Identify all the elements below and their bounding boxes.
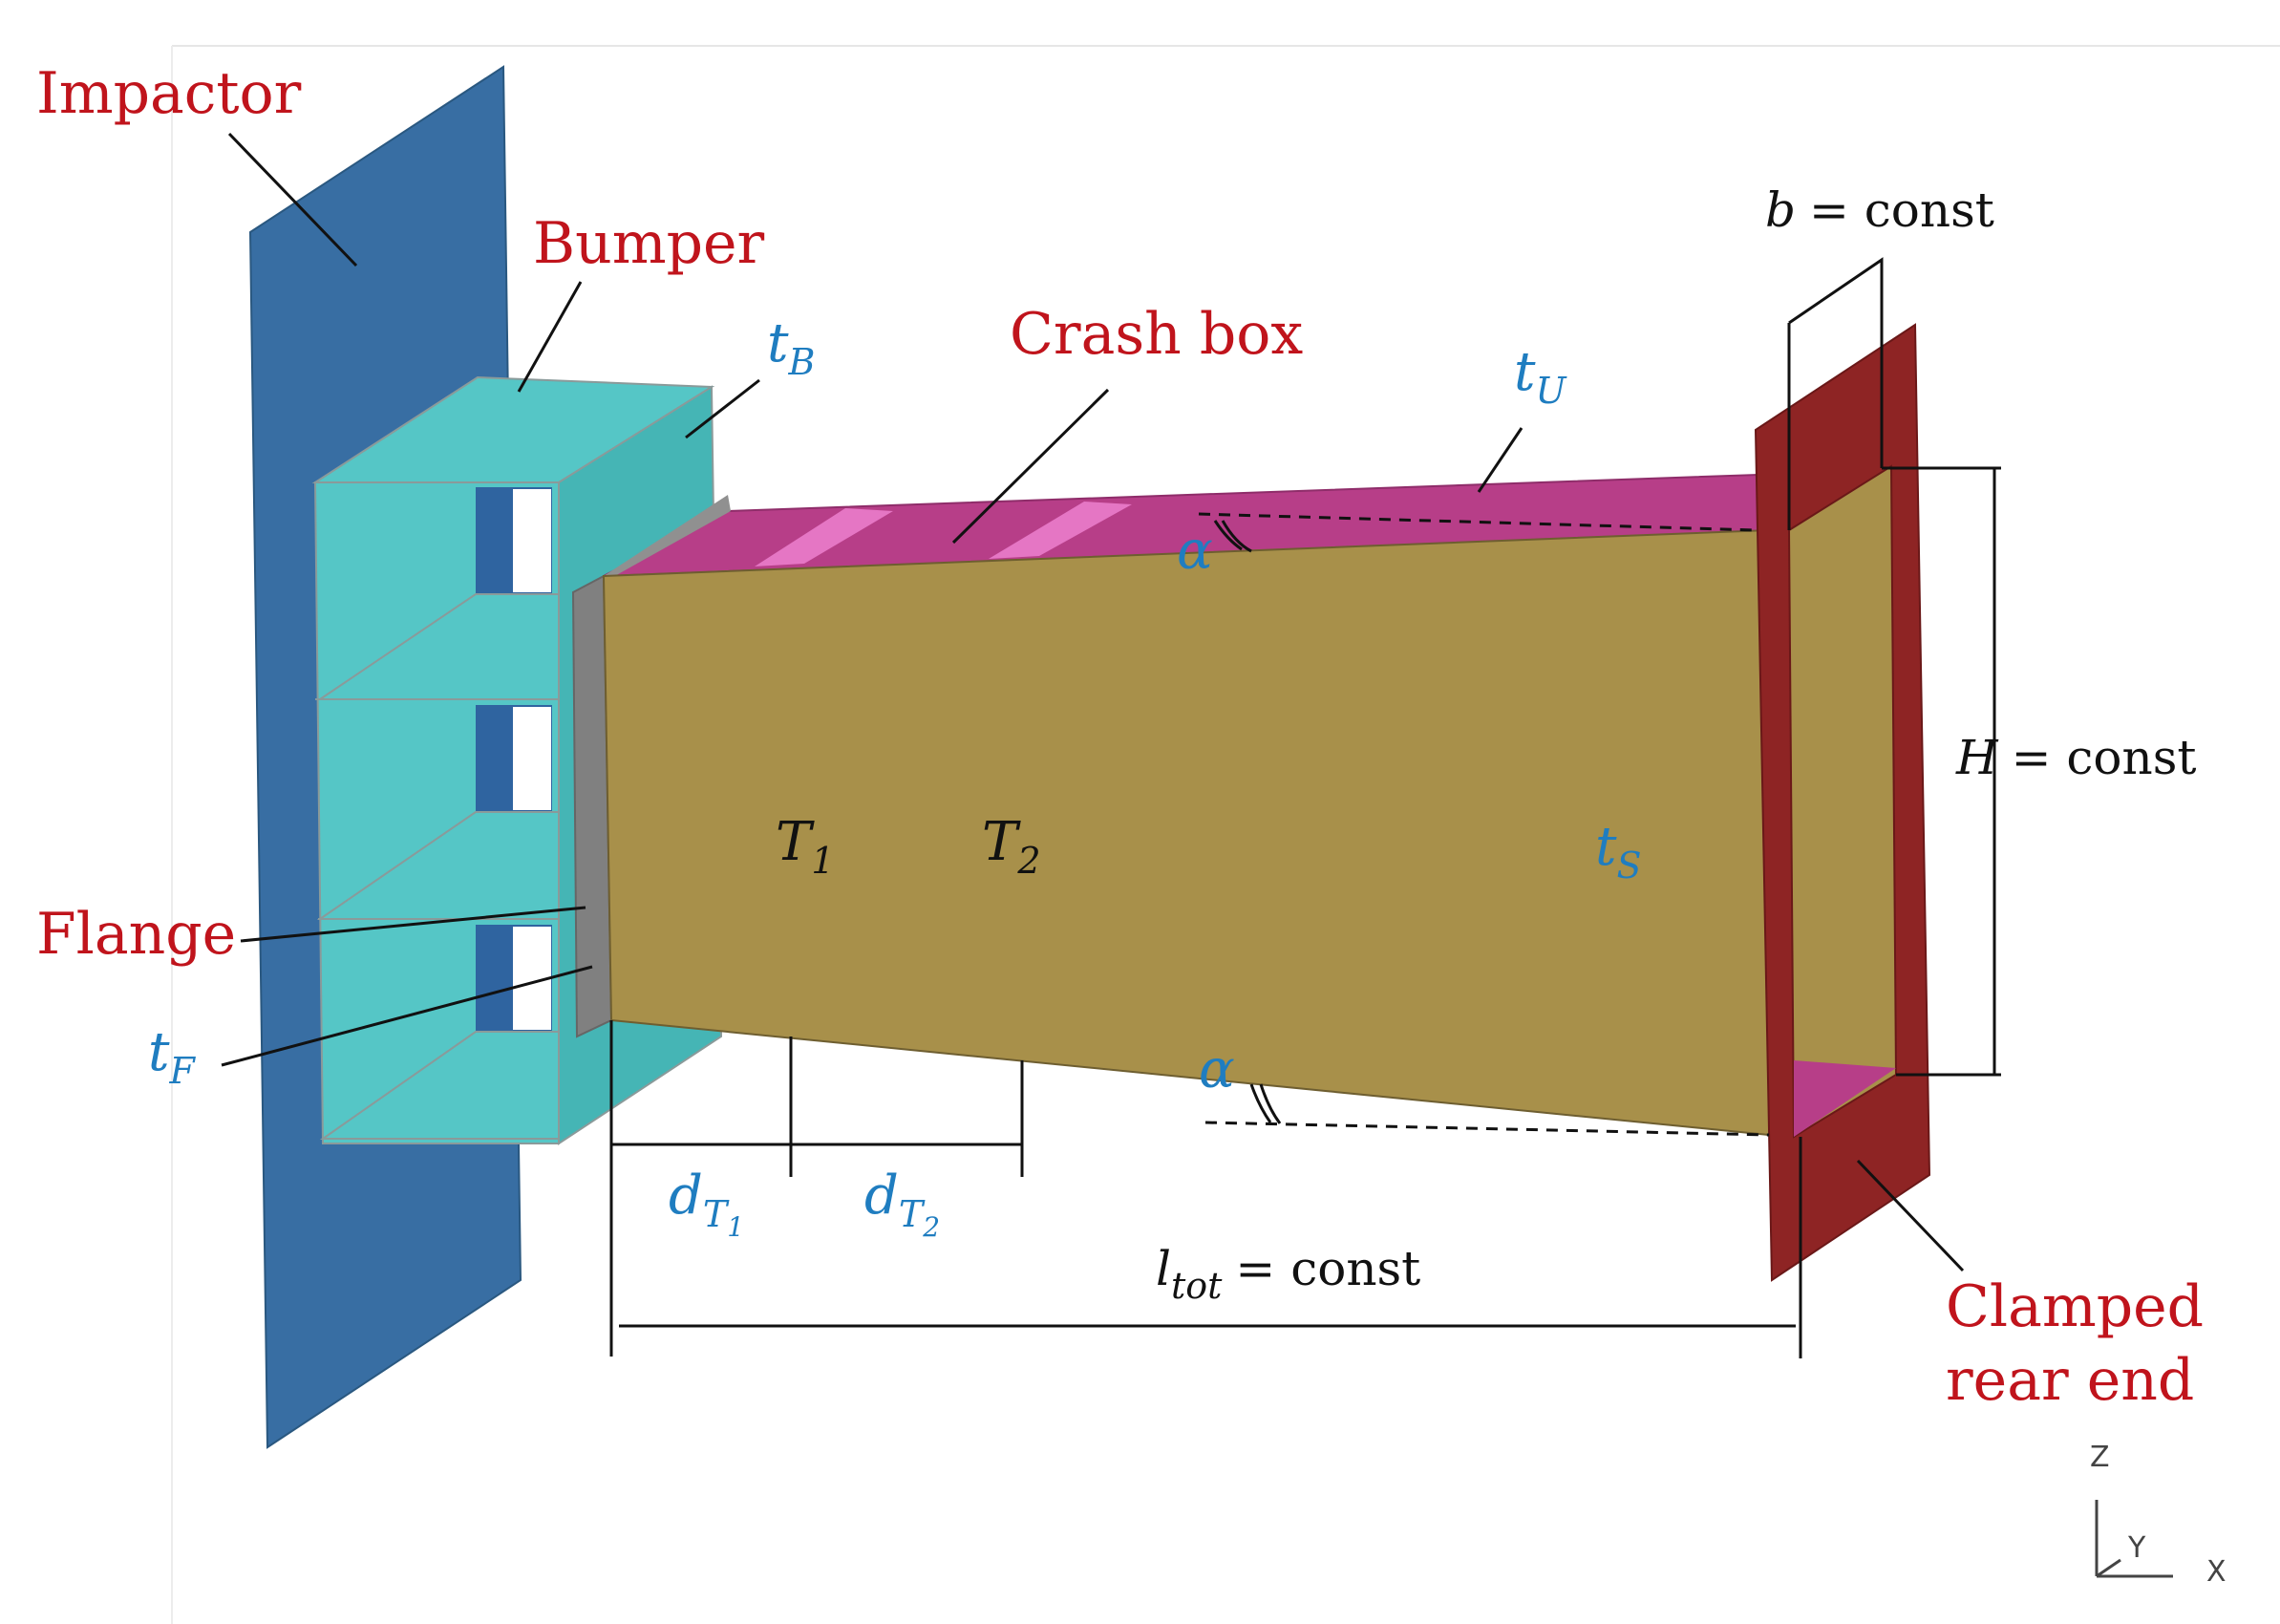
ltot-rhs: = const: [1235, 1241, 1420, 1296]
t2-main: T: [982, 811, 1021, 873]
t-s-main: t: [1595, 816, 1617, 878]
clamped-leader: [1856, 1159, 1965, 1272]
alpha-bottom-arc-1: [1249, 1083, 1272, 1123]
b-var: b: [1765, 182, 1796, 238]
z-axis-label: Z: [2090, 1441, 2110, 1474]
bumper-opening-1-light: [513, 489, 551, 592]
flange-top-strip: [604, 495, 731, 578]
t-b-leader: [685, 378, 760, 439]
t2-symbol: T2: [982, 811, 1041, 882]
t2-sub: 2: [1016, 840, 1040, 882]
t-f-sub: F: [169, 1050, 197, 1092]
crash-box-label: Crash box: [1010, 301, 1303, 368]
ltot-var: l: [1156, 1241, 1171, 1296]
impactor-label: Impactor: [36, 60, 302, 127]
alpha-bottom-symbol: α: [1199, 1038, 1235, 1100]
t-f-leader: [221, 965, 593, 1067]
h-var: H: [1955, 730, 1999, 785]
t1-symbol: T1: [776, 811, 835, 882]
t1-main: T: [776, 811, 815, 873]
h-rhs: = const: [2012, 730, 2197, 785]
t-u-leader: [1477, 427, 1524, 493]
b-rhs: = const: [1809, 182, 1994, 238]
d-t1-main: d: [669, 1165, 703, 1227]
bumper-opening-2-light: [513, 707, 551, 810]
crash-box-leader: [951, 388, 1110, 545]
bumper-leader: [517, 281, 583, 393]
clamped-label-line2: rear end: [1946, 1347, 2194, 1414]
y-axis-label: Y: [2127, 1531, 2146, 1565]
t-f-main: t: [148, 1021, 170, 1083]
ltot-sub: tot: [1171, 1265, 1223, 1307]
bumper-shelf-3: [319, 1031, 560, 1140]
t-b-main: t: [767, 312, 789, 374]
d-t2-symbol: dT2: [864, 1165, 940, 1243]
t-f-symbol: tF: [148, 1021, 197, 1092]
t-b-sub: B: [788, 341, 816, 383]
rear-plate: [1754, 323, 1931, 1282]
alpha-top-reference-line: [1198, 512, 1758, 532]
bumper-label: Bumper: [533, 210, 765, 277]
b-dimension-line: [1788, 257, 1884, 468]
y-axis-line: [2096, 1558, 2121, 1578]
d-t1-symbol: dT1: [669, 1165, 744, 1243]
t-u-symbol: tU: [1514, 341, 1568, 412]
t-s-sub: S: [1617, 844, 1642, 887]
ltot-equation: ltot = const: [1156, 1241, 1420, 1307]
d-t2-main: d: [864, 1165, 899, 1227]
alpha-top-arc-2: [1221, 520, 1252, 553]
alpha-bottom-arc-2: [1259, 1083, 1282, 1124]
impactor-leader: [227, 132, 358, 267]
bumper: [311, 375, 723, 1145]
t-u-sub: U: [1536, 370, 1568, 412]
axis-triad: Z Y X: [2090, 1441, 2227, 1589]
trigger-1: [755, 508, 893, 566]
rear-plate-bottom-inner: [1794, 1060, 1896, 1137]
alpha-bottom-reference-line: [1204, 1121, 1770, 1137]
d-t2-sub: T: [899, 1193, 926, 1235]
d-t1-subsub: 1: [727, 1211, 744, 1243]
h-equation: H= const: [1955, 730, 2196, 785]
flange-label: Flange: [36, 901, 236, 968]
flange-leader: [240, 906, 586, 943]
t-s-symbol: tS: [1595, 816, 1642, 887]
clamped-label-line1: Clamped: [1946, 1273, 2204, 1340]
t-b-symbol: tB: [767, 312, 815, 383]
trigger-2: [989, 502, 1132, 559]
b-equation: b= const: [1765, 182, 1994, 238]
alpha-top-arc-1: [1213, 520, 1243, 551]
d-t2-subsub: 2: [922, 1211, 940, 1243]
t-u-main: t: [1514, 341, 1536, 403]
t1-sub: 1: [811, 840, 834, 882]
d-t1-sub: T: [703, 1193, 730, 1235]
rear-plate-inner-face: [1787, 464, 1898, 1139]
x-axis-label: X: [2206, 1555, 2227, 1589]
alpha-top-symbol: α: [1177, 520, 1213, 582]
